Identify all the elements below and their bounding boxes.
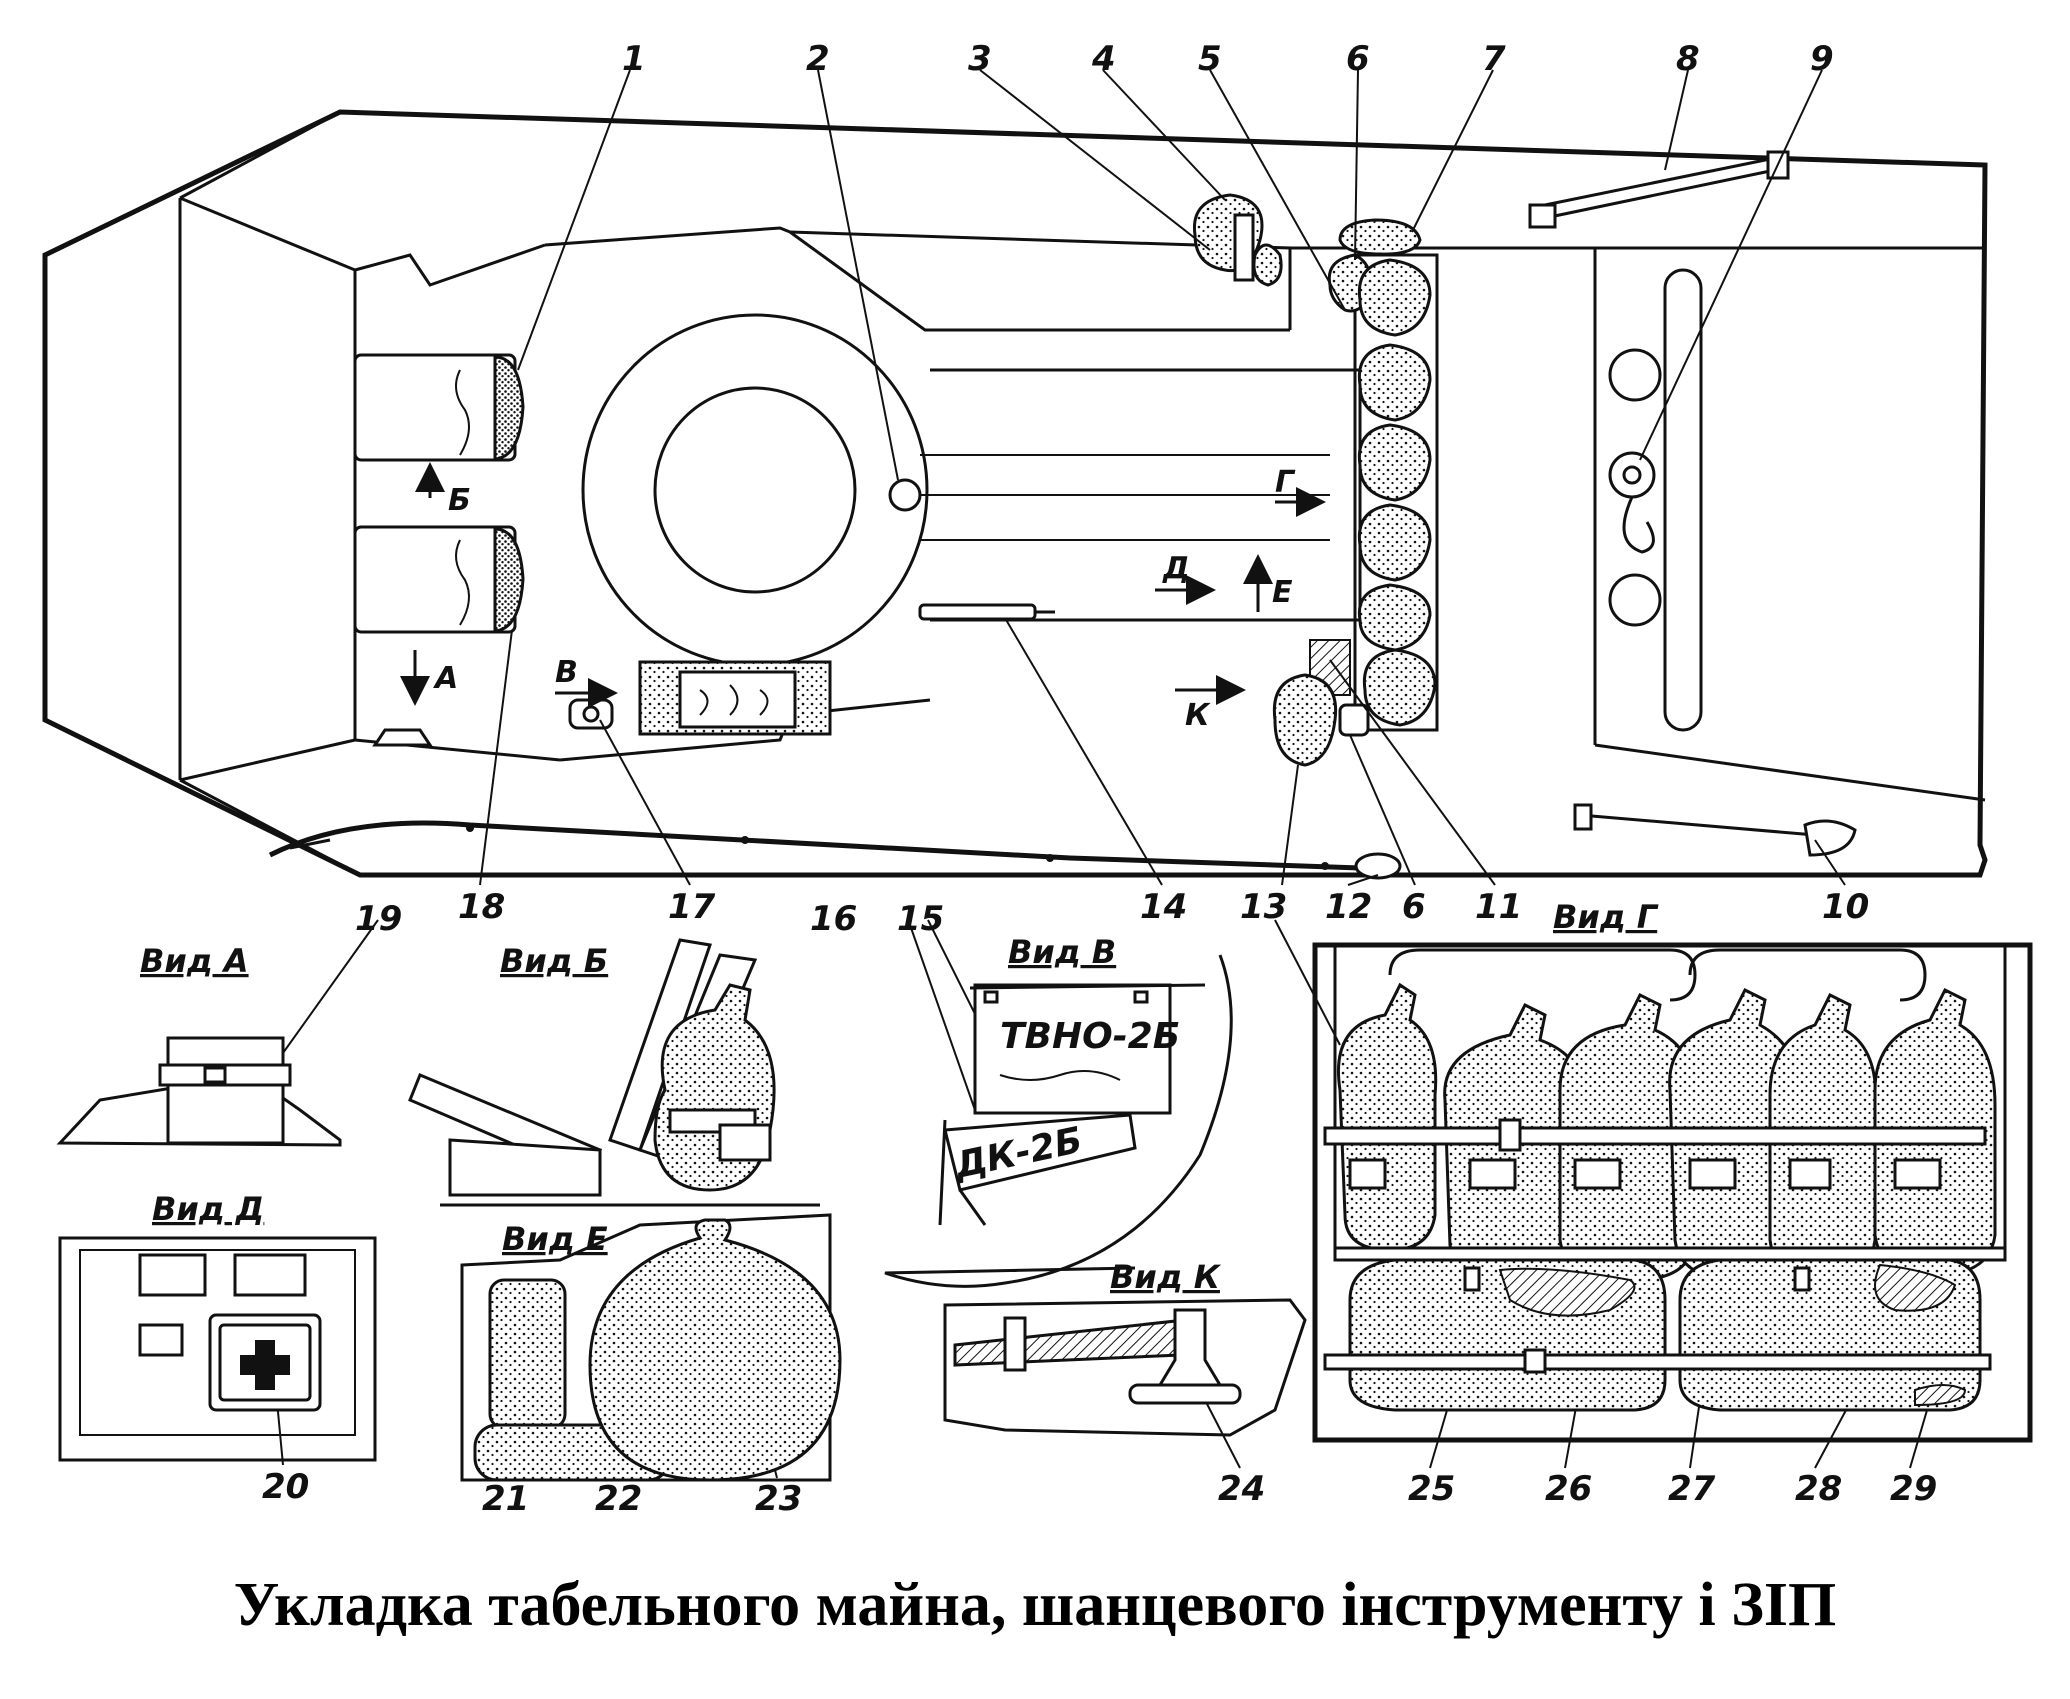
lower-bags [1348,1258,1982,1412]
callout-28: 28 [1795,1469,1842,1509]
view-label-g: Вид Г [1553,898,1659,936]
direction-arrows: Б А В Г Д Е К [400,462,1326,733]
callout-11: 11 [1475,887,1522,927]
arrow-label-d: Д [1162,551,1190,586]
callout-23: 23 [755,1479,802,1519]
callout-18: 18 [458,887,505,927]
callout-25: 25 [1408,1469,1455,1509]
view-a [56,1036,342,1147]
callout-6-lower: 6 [1402,887,1426,927]
callout-24: 24 [1218,1469,1265,1509]
callout-12: 12 [1325,887,1372,927]
callout-5: 5 [1198,39,1222,79]
callout-19: 19 [355,899,402,939]
bag-column [1327,218,1437,727]
view-b [408,938,820,1207]
callout-21: 21 [482,1479,529,1519]
arrow-label-e: Е [1272,575,1293,610]
callout-7: 7 [1482,39,1506,79]
view-labels: Вид А Вид Б Вид В Вид Г Вид Д Вид Е Вид … [140,898,1659,1296]
callout-6: 6 [1346,39,1370,79]
view-label-k: Вид К [1110,1258,1222,1296]
callout-numbers: 1 2 3 4 5 6 7 8 9 10 11 6 12 13 14 15 16… [262,39,1937,1519]
callout-9: 9 [1810,39,1834,79]
arrow-label-g: Г [1275,465,1296,500]
view-g [1312,942,2033,1443]
callout-3: 3 [968,39,992,79]
callout-22: 22 [595,1479,642,1519]
view-d [58,1236,377,1462]
callout-26: 26 [1545,1469,1592,1509]
view-label-v: Вид В [1008,933,1116,971]
callout-15: 15 [897,899,944,939]
plate-tvno: ТВНО-2Б [1000,1016,1180,1057]
diagram-caption: Укладка табельного майна, шанцевого інст… [234,1571,1837,1639]
callout-27: 27 [1668,1469,1716,1509]
callout-29: 29 [1890,1469,1937,1509]
view-label-e: Вид Е [502,1220,608,1258]
callout-20: 20 [262,1467,309,1507]
arrow-label-k: К [1185,698,1211,733]
view-label-d: Вид Д [152,1190,264,1228]
view-v [884,954,1233,1288]
pockets [1348,1158,1942,1190]
arrow-label-a: А [433,661,458,696]
view-k [943,1298,1307,1437]
callout-8: 8 [1676,39,1700,79]
callout-2: 2 [806,39,830,79]
callout-17: 17 [668,887,716,927]
arrow-label-v: В [555,655,578,690]
view-label-a: Вид А [140,942,249,980]
callout-16: 16 [810,899,857,939]
callout-14: 14 [1140,887,1187,927]
leader-lines [274,69,1931,1479]
callout-10: 10 [1822,887,1869,927]
callout-4: 4 [1091,39,1116,79]
hull-top-view [42,109,1988,880]
callout-1: 1 [622,39,646,79]
view-e [460,1213,842,1482]
callout-13: 13 [1240,887,1287,927]
arrow-label-b: Б [448,483,471,518]
view-label-b: Вид Б [500,942,608,980]
